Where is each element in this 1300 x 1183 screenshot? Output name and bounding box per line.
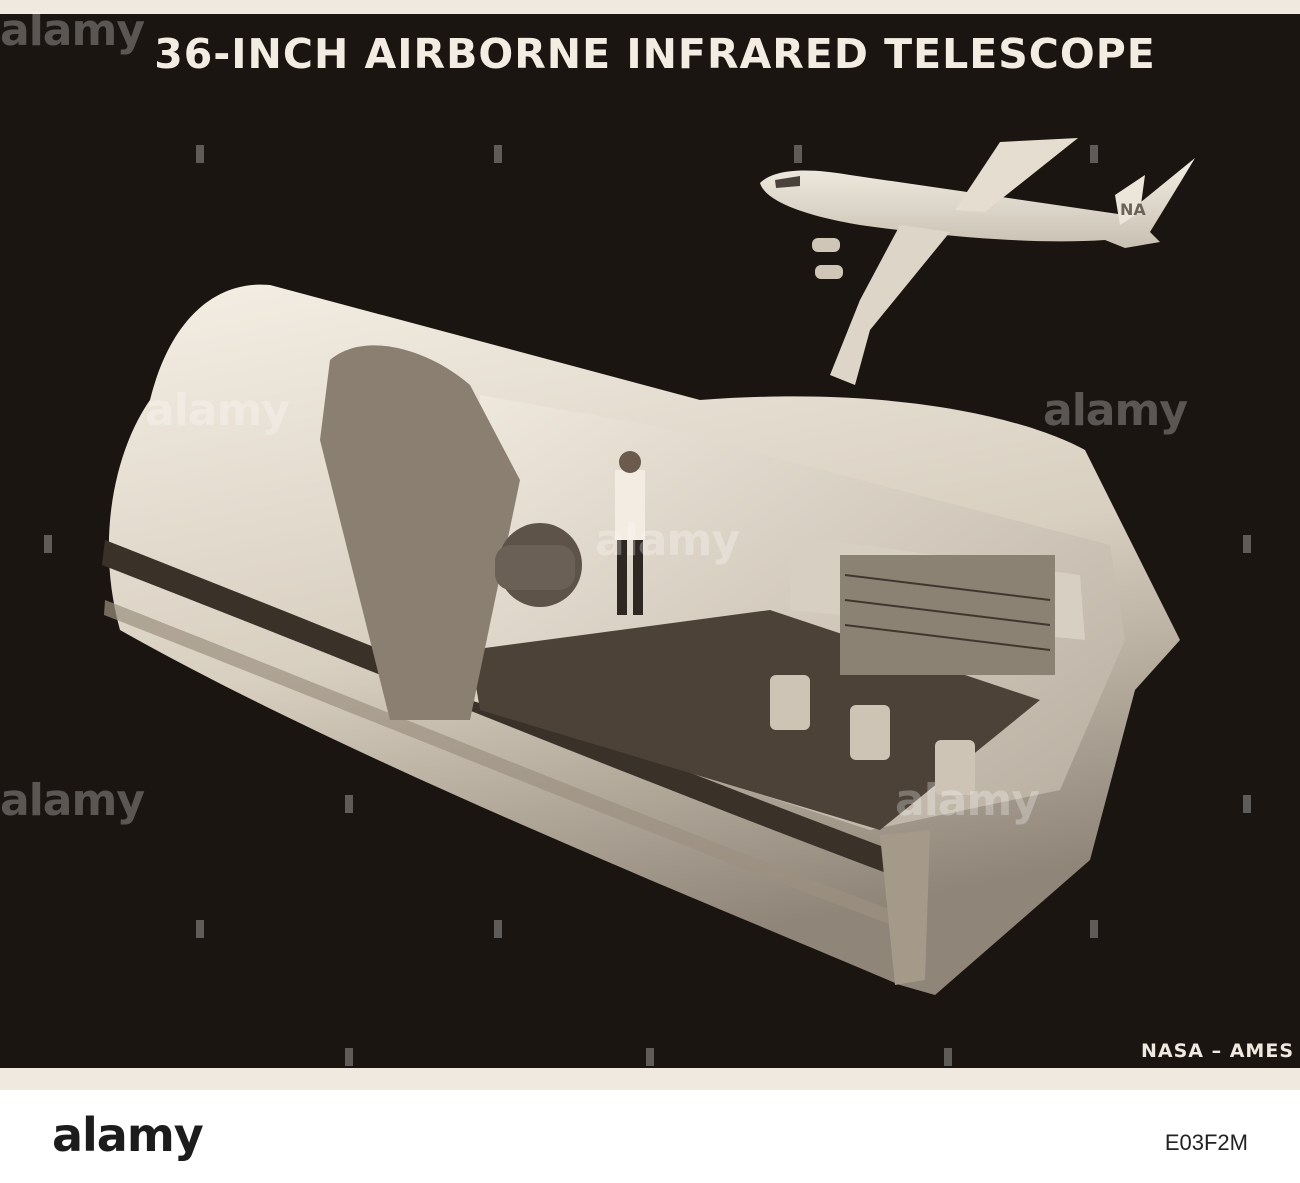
aircraft: NA [760,138,1195,385]
stock-image-id: E03F2M [1164,1130,1248,1155]
poster-title: 36-INCH AIRBORNE INFRARED TELESCOPE [154,30,1156,78]
cutaway-illustration: NA [102,138,1195,995]
stock-logo: alamy [52,1108,204,1162]
aircraft-tail-marking: NA [1120,200,1146,219]
stock-footer [0,1090,1300,1183]
cabin-interior [320,345,1125,830]
poster-photo: NA [0,0,1300,1090]
image-credit: NASA – AMES [1141,1040,1294,1062]
photo-top-border [0,0,1300,14]
photo-bottom-border [0,1068,1300,1090]
